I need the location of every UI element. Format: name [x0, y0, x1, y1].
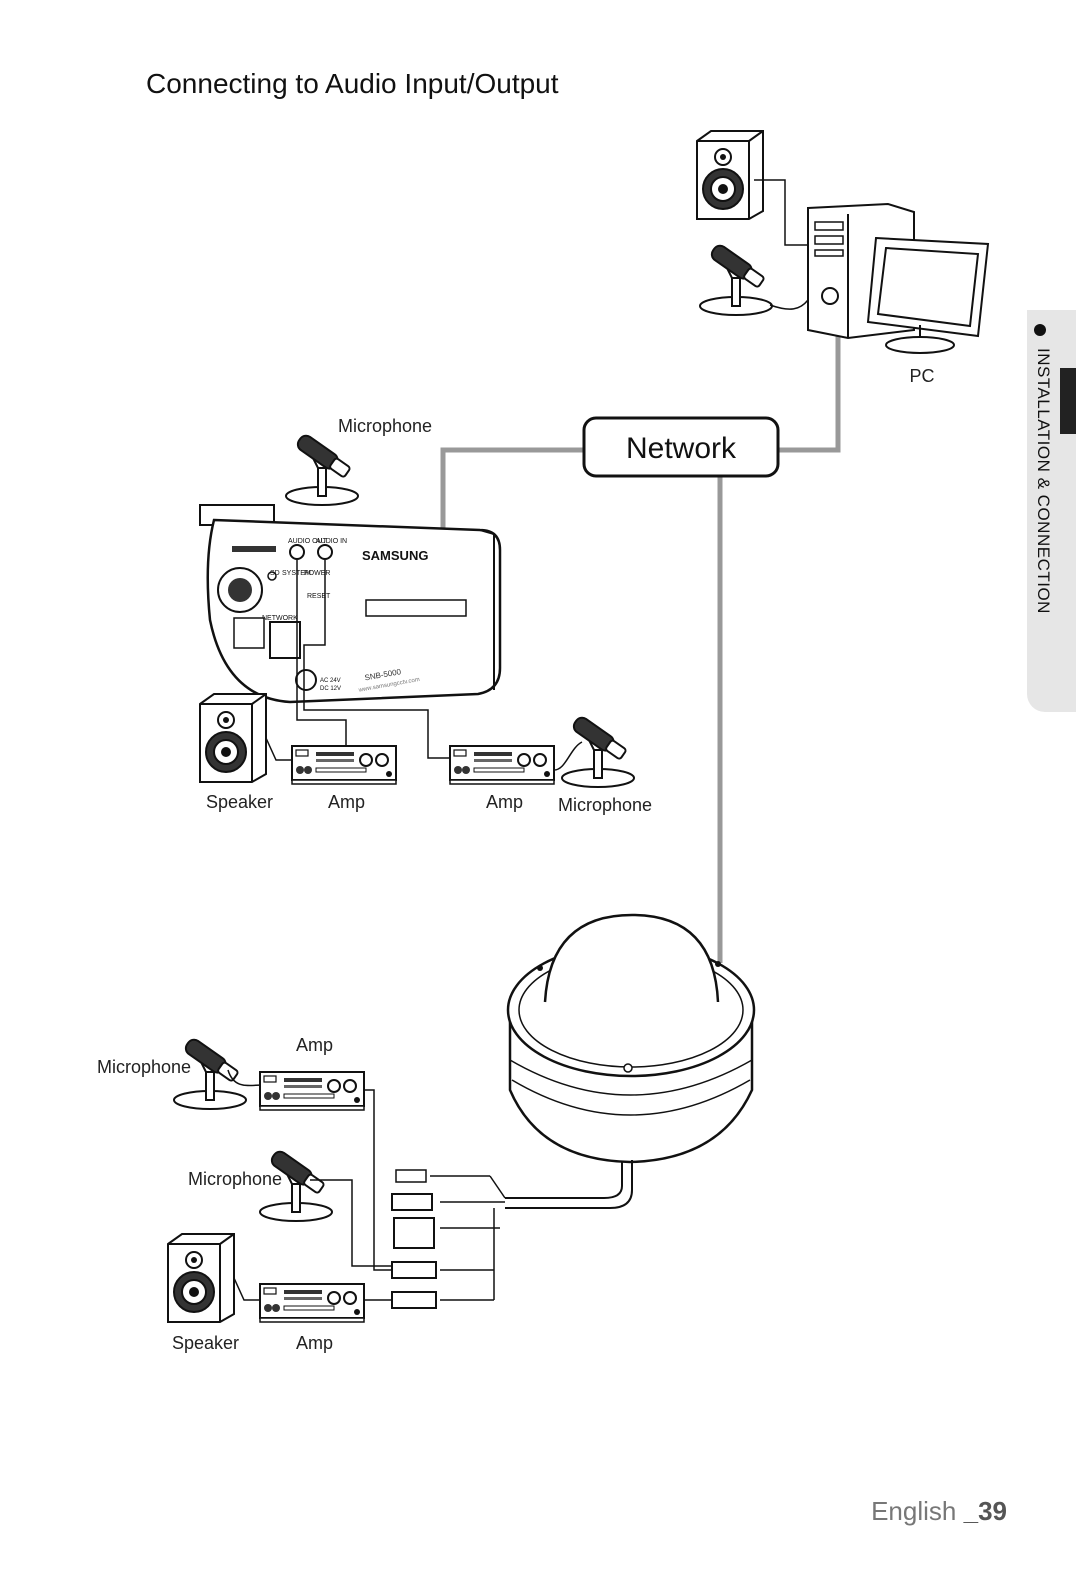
network-box: Network: [582, 416, 780, 478]
microphone-label: Microphone: [558, 795, 652, 815]
pc-station: PC: [696, 130, 990, 386]
page-footer: English _39: [871, 1496, 1007, 1527]
speaker-icon: [167, 1233, 235, 1323]
dome-camera: [506, 913, 756, 1164]
audio-in-port-label: AUDIO IN: [316, 538, 347, 545]
section-marker: [1060, 368, 1076, 434]
amp-icon: [259, 1071, 365, 1111]
speaker-label: Speaker: [172, 1333, 239, 1353]
page-title: Connecting to Audio Input/Output: [146, 68, 559, 99]
power-spec-1: AC 24V: [320, 678, 341, 684]
section-tab: INSTALLATION & CONNECTION: [1027, 310, 1076, 712]
dome-cable-harness: [391, 1160, 633, 1309]
amp-label: Amp: [486, 792, 523, 812]
sd-label: SD: [270, 570, 280, 577]
mic-top-label: Microphone: [338, 416, 432, 436]
section-bullet-icon: [1034, 324, 1046, 336]
pc-speaker-icon: [696, 130, 764, 220]
reset-label: RESET: [307, 593, 331, 600]
microphone-label: Microphone: [97, 1057, 191, 1077]
footer-page-number: _39: [963, 1496, 1007, 1526]
network-port-label: NETWORK: [262, 615, 298, 622]
network-label: Network: [626, 432, 737, 465]
microphone-label: Microphone: [188, 1169, 282, 1189]
power-label: POWER: [304, 570, 330, 577]
amp-label: Amp: [296, 1333, 333, 1353]
power-spec-2: DC 12V: [320, 686, 341, 692]
section-tab-label: INSTALLATION & CONNECTION: [1034, 348, 1053, 614]
pc-microphone-icon: [699, 241, 773, 316]
camera-microphone-icon: [285, 431, 359, 506]
pc-label: PC: [909, 366, 934, 386]
speaker-icon: [199, 693, 267, 783]
pc-monitor-icon: [866, 236, 990, 354]
amp-icon: [449, 745, 555, 785]
audio-out-port-label: AUDIO OUT: [288, 538, 328, 545]
speaker-label: Speaker: [206, 792, 273, 812]
camera-brand: SAMSUNG: [362, 548, 428, 563]
amp-label: Amp: [296, 1035, 333, 1055]
network-cables: [440, 336, 841, 963]
footer-language: English: [871, 1496, 957, 1526]
amp-icon: [291, 745, 397, 785]
amp-icon: [259, 1283, 365, 1323]
box-camera: AUDIO OUT AUDIO IN SD SYSTEM POWER RESET…: [199, 504, 502, 759]
amp-label: Amp: [328, 792, 365, 812]
